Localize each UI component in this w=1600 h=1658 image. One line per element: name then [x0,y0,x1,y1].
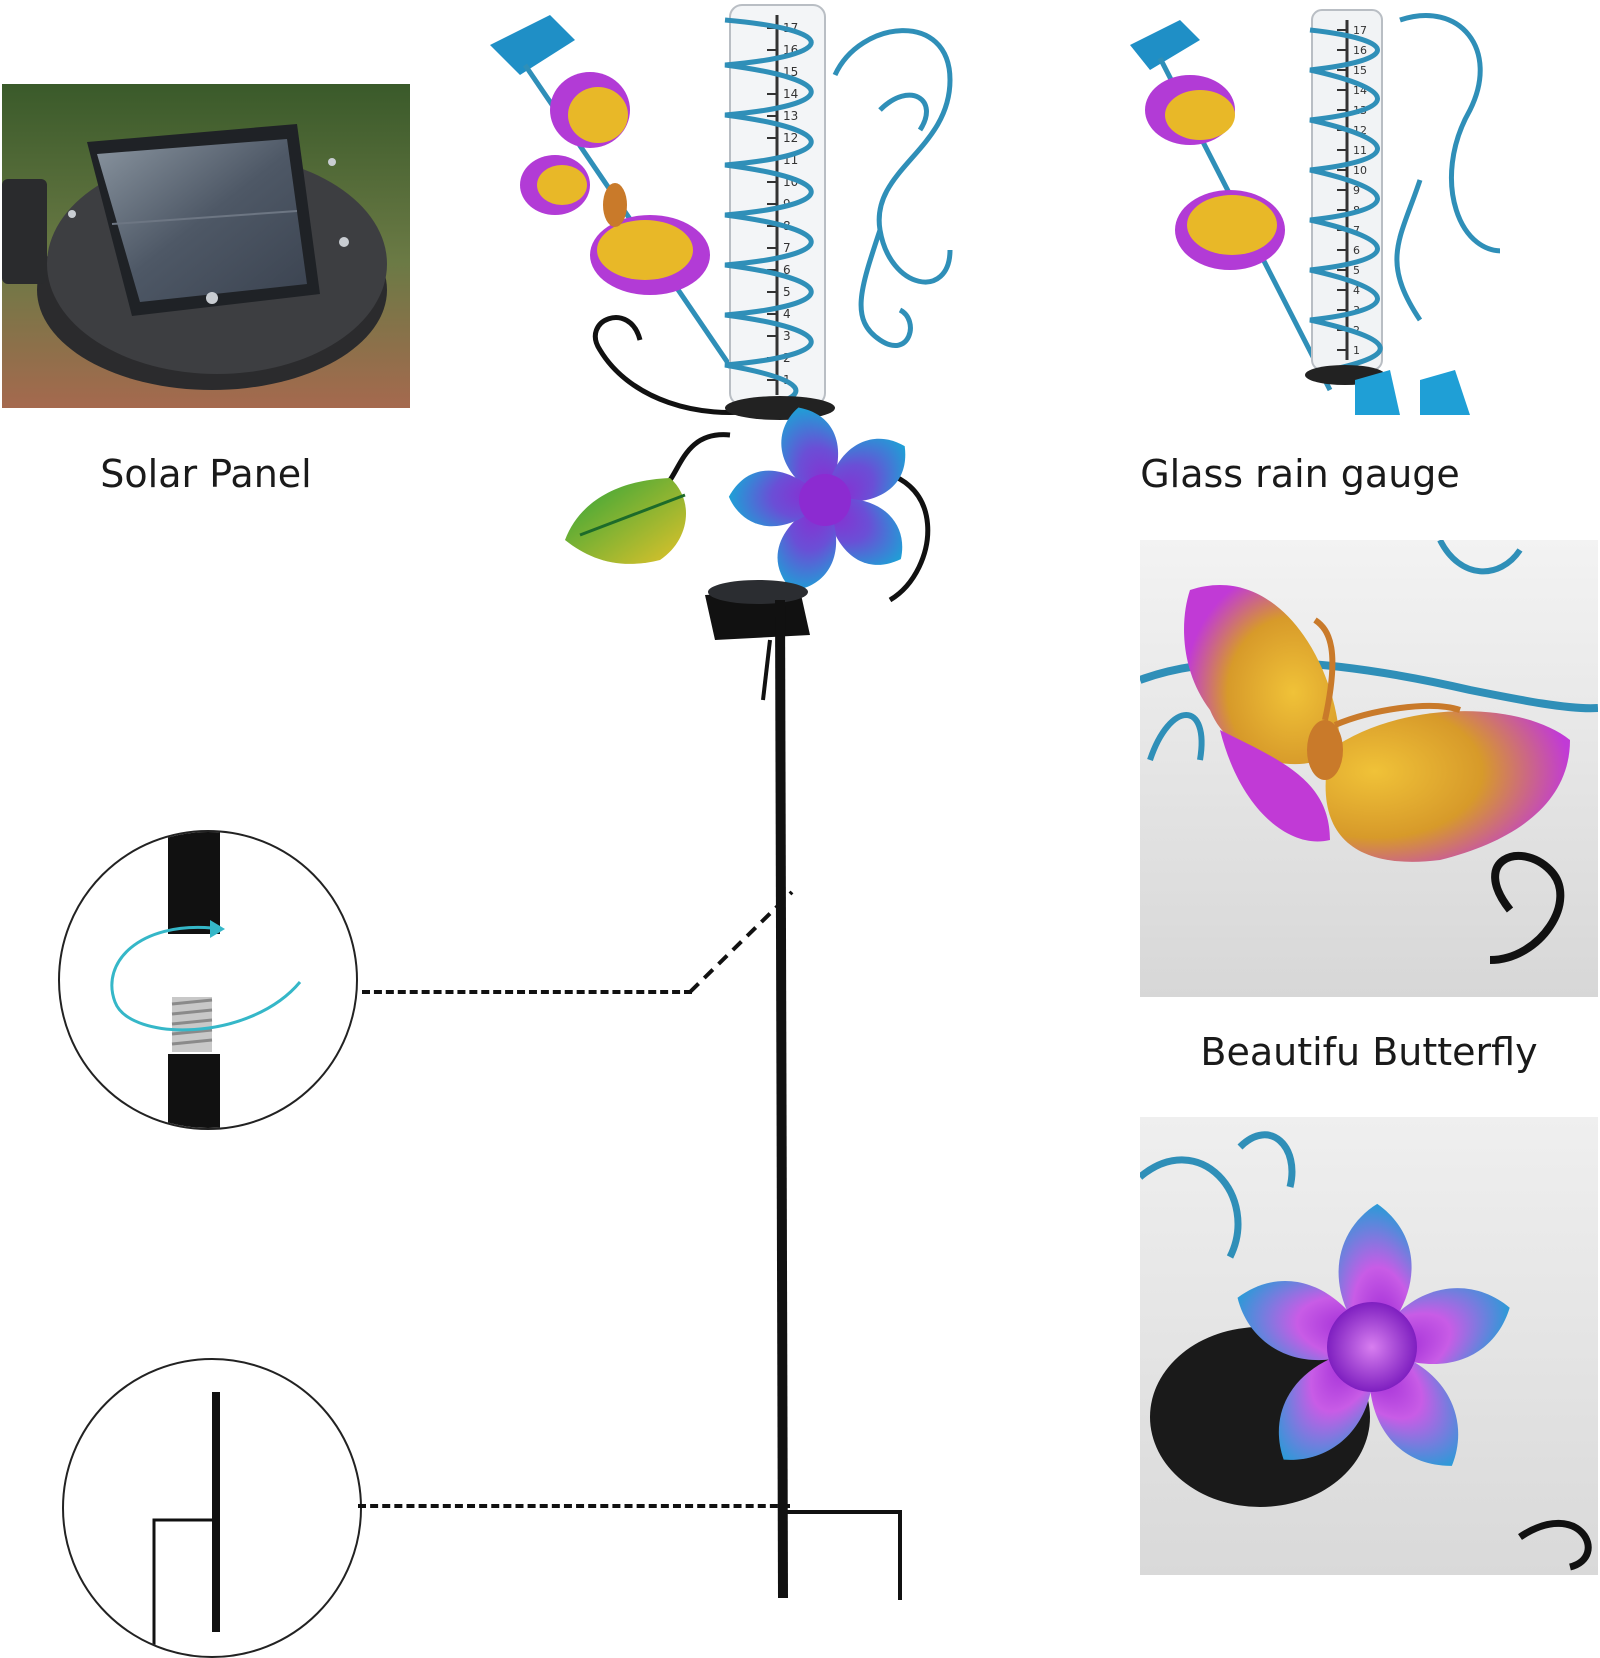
gauge-tick-label: 6 [1353,244,1360,257]
butterfly-photo [1140,540,1598,997]
gauge-tick-label: 4 [1353,284,1360,297]
rotate-arrow-icon [110,920,302,1032]
joint-dashed-connector [362,990,692,994]
butterfly-caption: Beautifu Butterfly [1200,1030,1538,1074]
gauge-tick-label: 7 [783,241,791,255]
ground-spike-detail [62,1358,362,1658]
gauge-tick-label: 14 [783,87,798,101]
gauge-tick-label: 3 [783,329,791,343]
screw-joint-detail [58,830,358,1130]
gauge-tick-label: 11 [1353,144,1367,157]
gauge-tick-label: 16 [1353,44,1367,57]
gauge-tick-label: 1 [1353,344,1360,357]
gauge-tick-label: 6 [783,263,791,277]
gauge-tick-label: 4 [783,307,791,321]
gauge-tick-label: 17 [1353,24,1367,37]
flower-photo [1140,1117,1598,1575]
spike-dashed-connector [358,1504,790,1508]
gauge-tick-label: 13 [783,109,798,123]
gauge-tick-label: 5 [1353,264,1360,277]
gauge-tick-label: 7 [1353,224,1360,237]
gauge-tick-label: 10 [1353,164,1367,177]
joint-dashed-connector-diagonal [688,890,794,994]
gauge-tick-label: 9 [1353,184,1360,197]
gauge-tick-label: 5 [783,285,791,299]
solar-panel-caption: Solar Panel [100,452,312,496]
solar-panel-photo [2,84,410,408]
rain-gauge-caption: Glass rain gauge [1140,452,1460,496]
gauge-tick-label: 15 [1353,64,1367,77]
gauge-tick-label: 12 [783,131,798,145]
